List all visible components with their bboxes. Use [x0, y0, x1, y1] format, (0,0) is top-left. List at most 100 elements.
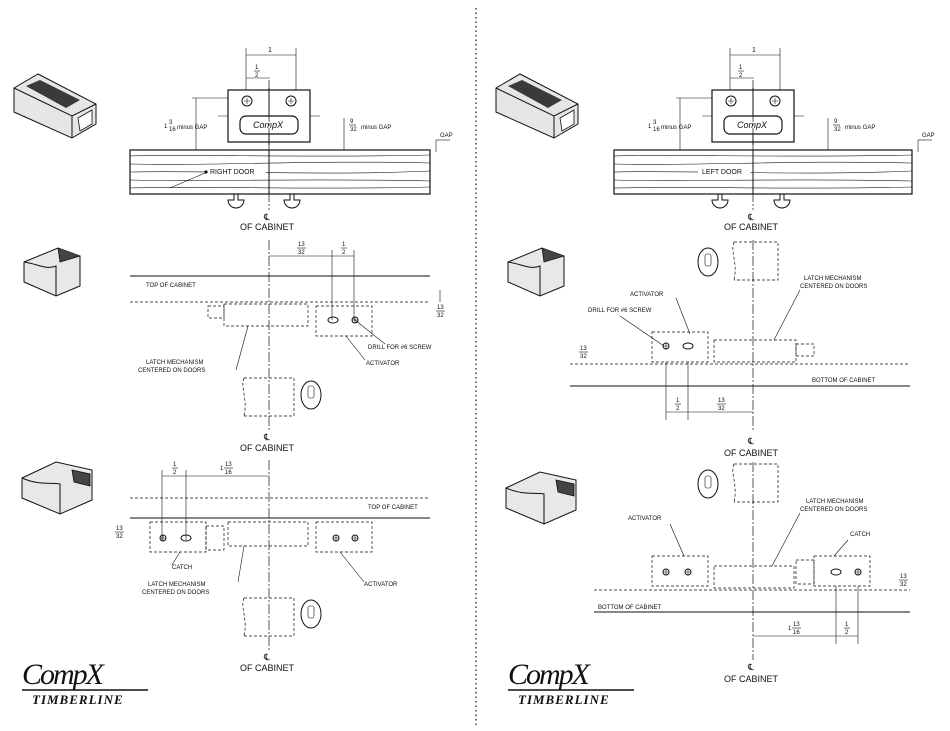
svg-text:2: 2	[739, 73, 743, 79]
svg-text:1: 1	[220, 466, 224, 472]
compx-timberline-logo-right: CompX TIMBERLINE	[508, 658, 634, 707]
latch-product-image-right	[495, 73, 579, 139]
svg-text:TIMBERLINE: TIMBERLINE	[32, 692, 124, 707]
svg-text:1: 1	[173, 462, 177, 468]
svg-text:32: 32	[350, 127, 357, 133]
svg-text:℄: ℄	[263, 212, 270, 222]
svg-text:1: 1	[739, 65, 743, 71]
svg-text:32: 32	[580, 354, 587, 360]
svg-text:1: 1	[648, 124, 652, 130]
activator-label: ACTIVATOR	[628, 516, 662, 522]
brand-mark: CompX	[253, 120, 284, 130]
svg-text:13: 13	[900, 574, 907, 580]
right-catch-install: LATCH MECHANISM CENTERED ON DOORS ACTIVA…	[594, 462, 910, 684]
left-latch-top-view: 1 1 2 CompX 1 3 16 minus GAP 9 32 minus …	[129, 47, 453, 232]
activator-label: ACTIVATOR	[630, 292, 664, 298]
svg-text:CENTERED ON DOORS: CENTERED ON DOORS	[142, 590, 209, 596]
door-label: RIGHT DOOR	[210, 169, 255, 176]
svg-text:LATCH MECHANISM: LATCH MECHANISM	[148, 582, 206, 588]
svg-text:32: 32	[437, 313, 444, 319]
svg-text:CompX: CompX	[22, 658, 106, 691]
svg-text:9: 9	[834, 119, 838, 125]
centerline-label: OF CABINET	[240, 222, 295, 232]
svg-text:1: 1	[342, 242, 346, 248]
svg-text:2: 2	[173, 470, 177, 476]
svg-text:℄: ℄	[263, 652, 270, 662]
centerline-label: OF CABINET	[240, 443, 295, 453]
svg-text:2: 2	[255, 73, 259, 79]
top-of-cabinet-label: TOP OF CABINET	[146, 283, 196, 289]
drill-label: DRILL FOR #6 SCREW	[368, 345, 432, 351]
top-of-cabinet-label: TOP OF CABINET	[368, 505, 418, 511]
catch-label: CATCH	[850, 532, 870, 538]
dim-one: 1	[268, 47, 272, 54]
svg-text:LATCH MECHANISM: LATCH MECHANISM	[806, 499, 864, 505]
catch-product-image	[21, 461, 93, 515]
svg-text:32: 32	[718, 406, 725, 412]
svg-text:13: 13	[116, 526, 123, 532]
svg-text:13: 13	[718, 398, 725, 404]
compx-timberline-logo: CompX TIMBERLINE	[22, 658, 148, 707]
svg-text:16: 16	[169, 127, 176, 133]
bottom-of-cabinet-label: BOTTOM OF CABINET	[598, 605, 662, 611]
bottom-of-cabinet-label: BOTTOM OF CABINET	[812, 378, 876, 384]
svg-text:OF CABINET: OF CABINET	[724, 448, 779, 458]
svg-text:1: 1	[788, 626, 792, 632]
svg-text:OF CABINET: OF CABINET	[724, 674, 779, 684]
svg-text:1: 1	[752, 47, 756, 54]
svg-text:℄: ℄	[263, 432, 270, 442]
svg-text:CENTERED ON DOORS: CENTERED ON DOORS	[138, 368, 205, 374]
right-latch-top-view: 1 1 2 CompX 1 3 16 minus GAP 9 32 minus …	[613, 47, 935, 232]
svg-text:1: 1	[845, 622, 849, 628]
svg-text:1: 1	[676, 398, 680, 404]
svg-text:GAP: GAP	[440, 133, 453, 139]
activator-product-image-right	[507, 247, 565, 297]
svg-text:2: 2	[676, 406, 680, 412]
svg-text:13: 13	[225, 462, 232, 468]
svg-text:16: 16	[225, 470, 232, 476]
activator-label: ACTIVATOR	[366, 361, 400, 367]
svg-text:℄: ℄	[747, 436, 754, 446]
svg-text:16: 16	[653, 127, 660, 133]
svg-text:TIMBERLINE: TIMBERLINE	[518, 692, 610, 707]
svg-text:CENTERED ON DOORS: CENTERED ON DOORS	[800, 507, 867, 513]
drill-label: DRILL FOR #6 SCREW	[588, 308, 652, 314]
catch-label: CATCH	[172, 565, 192, 571]
svg-text:CompX: CompX	[508, 658, 592, 691]
svg-text:1: 1	[164, 124, 168, 130]
svg-text:16: 16	[793, 630, 800, 636]
svg-text:2: 2	[845, 630, 849, 636]
svg-text:minus GAP: minus GAP	[845, 125, 875, 131]
svg-text:9: 9	[350, 119, 354, 125]
latch-product-image	[13, 73, 97, 139]
svg-text:℄: ℄	[747, 662, 754, 672]
svg-text:℄: ℄	[747, 212, 754, 222]
svg-text:3: 3	[653, 120, 657, 126]
activator-product-image	[23, 247, 81, 297]
svg-text:minus GAP: minus GAP	[661, 125, 691, 131]
left-activator-install: 13 32 1 2 TOP OF CABINET 13 32 DRILL FOR…	[130, 240, 445, 453]
centerline-label: OF CABINET	[240, 663, 295, 673]
svg-text:32: 32	[834, 127, 841, 133]
svg-text:CompX: CompX	[737, 120, 768, 130]
svg-text:OF CABINET: OF CABINET	[724, 222, 779, 232]
svg-text:13: 13	[580, 346, 587, 352]
svg-text:CENTERED ON DOORS: CENTERED ON DOORS	[800, 284, 867, 290]
svg-text:13: 13	[793, 622, 800, 628]
activator-label: ACTIVATOR	[364, 582, 398, 588]
svg-text:32: 32	[298, 250, 305, 256]
svg-text:GAP: GAP	[922, 133, 935, 139]
svg-text:32: 32	[116, 534, 123, 540]
svg-text:13: 13	[298, 242, 305, 248]
svg-text:minus GAP: minus GAP	[177, 125, 207, 131]
svg-text:minus GAP: minus GAP	[361, 125, 391, 131]
svg-text:3: 3	[169, 120, 173, 126]
svg-text:2: 2	[342, 250, 346, 256]
svg-text:32: 32	[900, 582, 907, 588]
svg-text:1: 1	[255, 65, 259, 71]
left-catch-install: 1 2 1 13 16 TOP OF CABINET 13 32 CATCH L…	[115, 460, 430, 673]
svg-text:LATCH MECHANISM: LATCH MECHANISM	[146, 360, 204, 366]
svg-text:LEFT DOOR: LEFT DOOR	[702, 169, 742, 176]
right-activator-install: LATCH MECHANISM CENTERED ON DOORS ACTIVA…	[570, 240, 910, 458]
